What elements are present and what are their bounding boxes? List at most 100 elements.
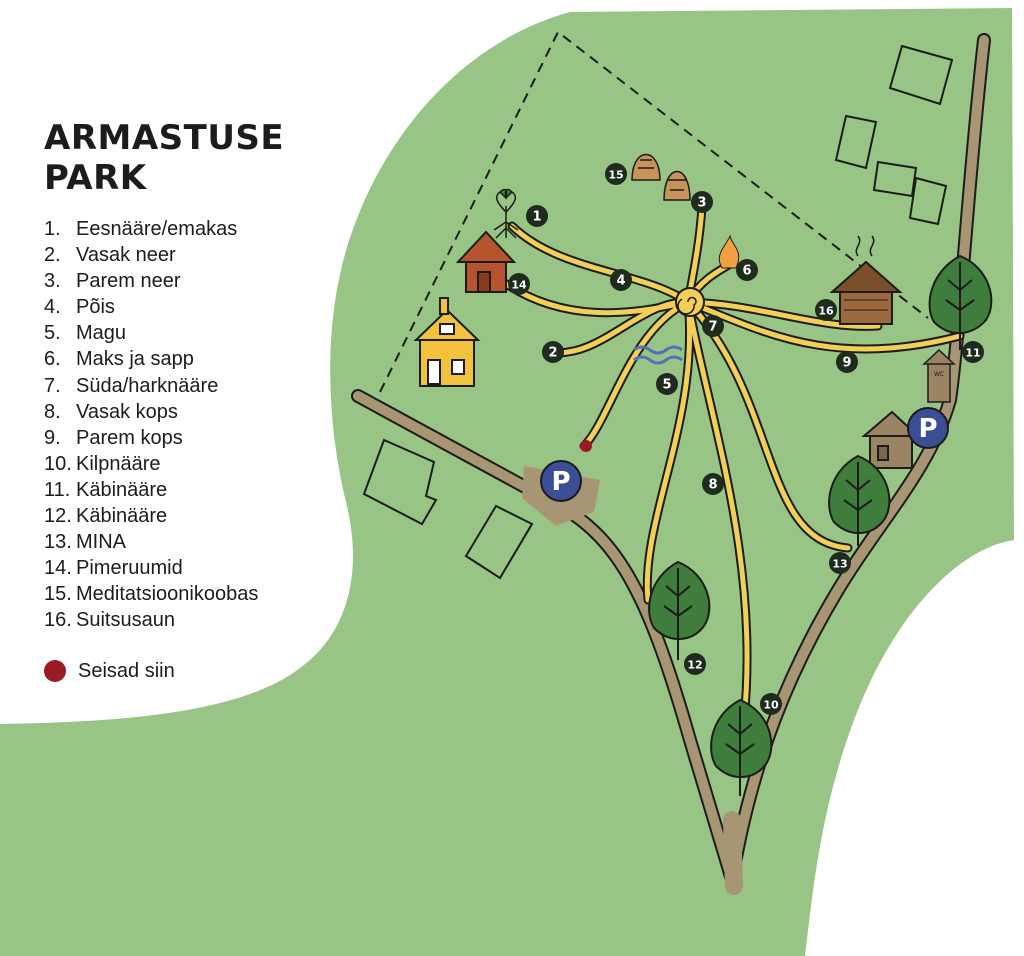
map-marker-label: 15 <box>608 169 623 182</box>
map-marker-7: 7 <box>702 315 724 337</box>
legend-item-label: Käbinääre <box>76 478 168 501</box>
map-marker-label: 16 <box>818 305 834 318</box>
center-spiral-icon <box>675 287 705 317</box>
legend-item-label: Süda/harknääre <box>76 374 219 397</box>
map-marker-circle <box>836 351 858 373</box>
tree-icon <box>710 698 773 796</box>
map-marker-8: 8 <box>702 473 724 495</box>
map-marker-12: 12 <box>684 653 706 675</box>
legend-item-label: Parem kops <box>76 426 183 449</box>
paths <box>485 201 965 725</box>
map-marker-13: 13 <box>829 552 851 574</box>
map-marker-circle <box>815 299 837 321</box>
map-marker-circle <box>508 273 530 295</box>
map-marker-label: 12 <box>687 659 702 672</box>
map-marker-label: 10 <box>763 699 779 712</box>
map-marker-15: 15 <box>605 163 627 185</box>
legend-item-number: 11. <box>44 478 71 501</box>
map-title: ARMASTUSE PARK <box>44 118 285 198</box>
legend-item-label: Pimeruumid <box>76 557 183 580</box>
map-marker-label: 1 <box>532 210 541 225</box>
map-marker-label: 3 <box>697 196 706 211</box>
legend-item-number: 1. <box>44 218 61 240</box>
legend-item: 3.Parem neer <box>44 268 374 294</box>
legend-item-number: 2. <box>44 244 61 267</box>
svg-text:P: P <box>918 414 937 444</box>
map-marker-circle <box>962 341 984 363</box>
legend-item: 1. Eesnääre/emakas <box>44 216 374 242</box>
legend-item-label: Eesnääre/emakas <box>76 218 238 240</box>
map-marker-circle <box>736 259 758 281</box>
legend-item: 9.Parem kops <box>44 425 374 451</box>
map-marker-3: 3 <box>691 191 713 213</box>
map-marker-label: 13 <box>832 558 847 571</box>
you-are-here-legend: Seisad siin <box>44 660 374 683</box>
map-marker-circle <box>656 373 678 395</box>
neighbour-buildings <box>362 44 954 580</box>
you-are-here-label: Seisad siin <box>78 659 175 682</box>
map-marker-label: 2 <box>548 346 557 361</box>
wc-label: WC <box>934 371 944 378</box>
legend-item-number: 12. <box>44 505 72 528</box>
legend-item: 6. Maks ja sapp <box>44 346 374 372</box>
you-are-here-marker <box>580 440 592 452</box>
legend-item-number: 10. <box>44 452 72 475</box>
water-icon <box>633 345 683 365</box>
map-marker-label: 4 <box>616 274 625 289</box>
legend-item: 16.Suitsusaun <box>44 607 374 633</box>
legend-item: 10.Kilpnääre <box>44 451 374 477</box>
legend-item-label: Parem neer <box>76 270 181 293</box>
map-marker-label: 8 <box>708 478 717 493</box>
legend-item-number: 6. <box>44 348 61 371</box>
map-marker-label: 6 <box>742 264 751 279</box>
map-marker-11: 11 <box>962 341 984 363</box>
legend-item-number: 15. <box>44 583 72 606</box>
legend-item: 15.Meditatsioonikoobas <box>44 581 374 607</box>
legend-item-number: 4. <box>44 296 61 319</box>
map-marker-label: 9 <box>842 356 851 371</box>
map-marker-1: 1 <box>526 205 548 227</box>
trees <box>648 254 993 796</box>
legend-item: 4. Põis <box>44 294 374 320</box>
svg-text:P: P <box>551 467 570 497</box>
legend-item-label: Käbinääre <box>76 505 168 528</box>
legend-item-number: 16. <box>44 609 72 632</box>
legend-item-label: Maks ja sapp <box>76 348 194 371</box>
tree-icon <box>928 254 993 350</box>
map-marker-circle <box>542 341 564 363</box>
legend-item-number: 7. <box>44 374 61 397</box>
you-are-here-dot-icon <box>44 660 66 682</box>
map-marker-5: 5 <box>656 373 678 395</box>
smoke-sauna-icon <box>829 235 903 325</box>
fire-icon <box>718 234 740 269</box>
map-marker-10: 10 <box>760 693 782 715</box>
cave-icon <box>631 153 691 201</box>
map-marker-2: 2 <box>542 341 564 363</box>
legend-item-label: Vasak neer <box>76 244 176 267</box>
map-marker-16: 16 <box>815 299 837 321</box>
legend-item: 14.Pimeruumid <box>44 555 374 581</box>
legend-item: 13.MINA <box>44 529 374 555</box>
parking-sign: P <box>540 460 582 502</box>
map-marker-circle <box>702 473 724 495</box>
yellow-house-icon <box>413 297 481 387</box>
map-marker-circle <box>829 552 851 574</box>
legend-item-label: MINA <box>76 531 126 554</box>
legend-item-label: Magu <box>76 322 127 345</box>
legend-item-label: Põis <box>76 296 115 319</box>
tree-icon <box>828 454 891 546</box>
legend-item-number: 5. <box>44 322 61 345</box>
map-marker-label: 11 <box>965 347 980 360</box>
legend-item-label: Kilpnääre <box>76 452 161 475</box>
map-marker-circle <box>526 205 548 227</box>
map-marker-circle <box>702 315 724 337</box>
small-house-icon <box>861 410 921 469</box>
map-marker-circle <box>684 653 706 675</box>
parking-sign: P <box>907 407 949 449</box>
legend-item-number: 13. <box>44 531 72 554</box>
map-marker-label: 5 <box>662 378 671 393</box>
wc-icon: WC <box>922 348 956 403</box>
